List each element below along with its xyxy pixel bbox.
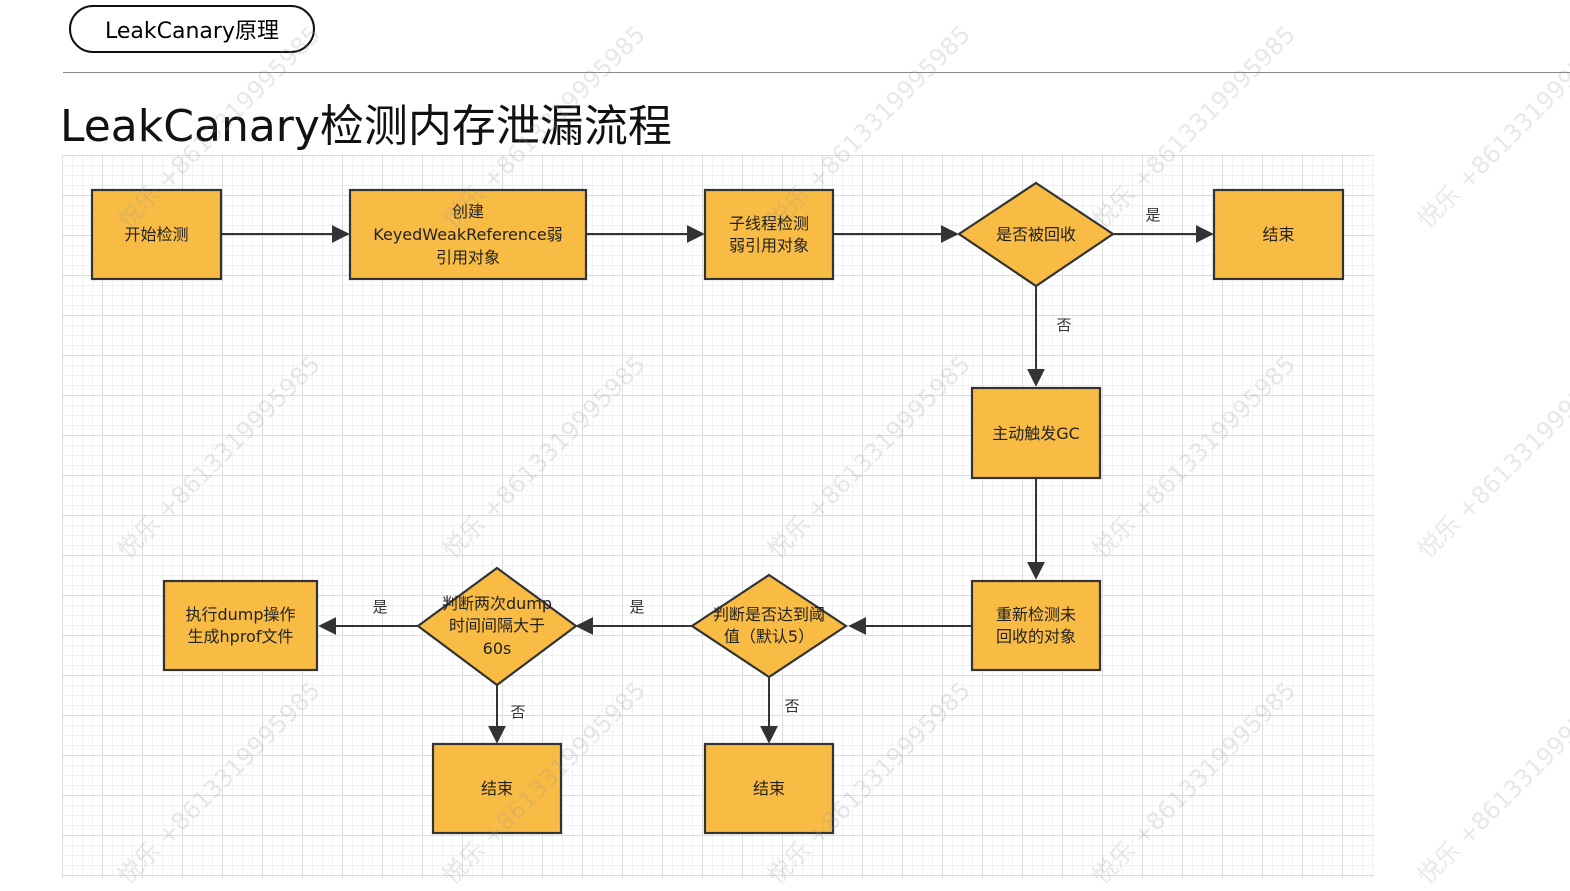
page-title: LeakCanary检测内存泄漏流程 xyxy=(60,101,672,152)
node-create-line-1: 创建 xyxy=(452,202,484,221)
header-divider xyxy=(63,72,1570,73)
label-recycled-no: 否 xyxy=(1056,316,1071,334)
node-create-weak-reference[interactable]: 创建 KeyedWeakReference弱 引用对象 xyxy=(348,188,588,281)
node-end-middle-line-1: 结束 xyxy=(753,779,785,798)
edge-labels: 是 否 是 否 是 否 xyxy=(372,206,1160,721)
node-start-line-1: 开始检测 xyxy=(124,225,188,244)
node-threshold-line-2: 值（默认5） xyxy=(724,627,814,646)
node-dump-line-2: 生成hprof文件 xyxy=(188,627,294,646)
node-execute-dump[interactable]: 执行dump操作 生成hprof文件 xyxy=(162,579,319,672)
node-recheck-line-2: 回收的对象 xyxy=(996,627,1076,646)
edges xyxy=(221,225,1214,744)
node-start[interactable]: 开始检测 xyxy=(90,188,223,281)
label-interval-yes: 是 xyxy=(372,598,387,616)
node-create-line-2: KeyedWeakReference弱 xyxy=(373,225,562,244)
node-end-middle[interactable]: 结束 xyxy=(703,742,835,835)
topic-tag[interactable]: LeakCanary原理 xyxy=(69,5,315,53)
label-threshold-yes: 是 xyxy=(629,598,644,616)
node-child-thread-check[interactable]: 子线程检测 弱引用对象 xyxy=(703,188,835,281)
node-recycled-line-1: 是否被回收 xyxy=(996,225,1076,244)
node-child-line-2: 弱引用对象 xyxy=(729,236,809,255)
node-threshold-decision[interactable]: 判断是否达到阈 值（默认5） xyxy=(690,573,848,679)
topic-tag-label: LeakCanary原理 xyxy=(105,19,279,44)
node-end-top[interactable]: 结束 xyxy=(1212,188,1345,281)
label-recycled-yes: 是 xyxy=(1145,206,1160,224)
node-end-left[interactable]: 结束 xyxy=(431,742,563,835)
label-threshold-no: 否 xyxy=(784,697,799,715)
node-interval-line-3: 60s xyxy=(483,639,512,658)
node-interval-line-1: 判断两次dump xyxy=(442,594,552,613)
label-interval-no: 否 xyxy=(510,703,525,721)
node-interval-line-2: 时间间隔大于 xyxy=(449,616,545,635)
node-dump-line-1: 执行dump操作 xyxy=(185,605,295,624)
node-gc-line-1: 主动触发GC xyxy=(992,424,1080,443)
node-end-top-line-1: 结束 xyxy=(1262,225,1294,244)
node-end-left-line-1: 结束 xyxy=(481,779,513,798)
node-is-recycled-decision[interactable]: 是否被回收 xyxy=(957,181,1115,288)
node-trigger-gc[interactable]: 主动触发GC xyxy=(970,386,1102,480)
node-create-line-3: 引用对象 xyxy=(436,248,500,267)
node-dump-interval-decision[interactable]: 判断两次dump 时间间隔大于 60s xyxy=(416,566,578,687)
node-child-line-1: 子线程检测 xyxy=(729,214,809,233)
node-threshold-line-1: 判断是否达到阈 xyxy=(713,605,825,624)
node-recheck-unrecycled[interactable]: 重新检测未 回收的对象 xyxy=(970,579,1102,672)
node-recheck-line-1: 重新检测未 xyxy=(996,605,1076,624)
